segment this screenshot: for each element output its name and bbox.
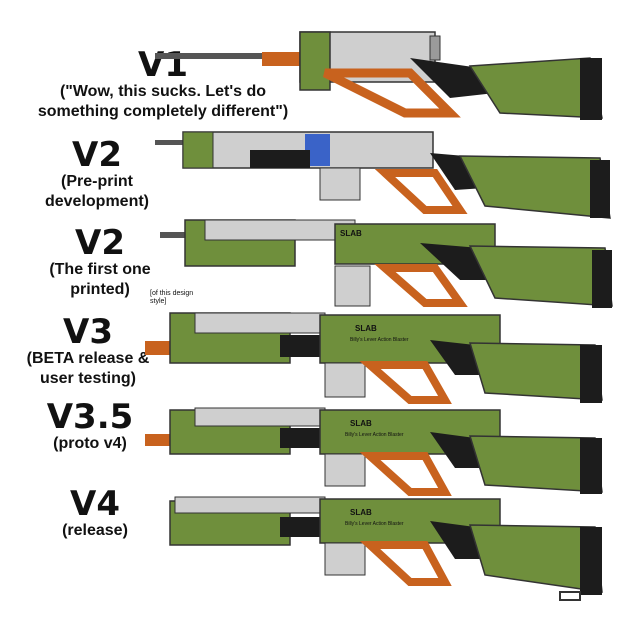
version-row-v3-5: V3.5 (proto v4) SLAB Billy's Lever Actio…	[0, 400, 625, 500]
version-subtitle: (Pre-print development)	[44, 173, 149, 210]
blaster-image-v2-first-printed: SLAB	[160, 219, 613, 308]
version-title: V2	[75, 223, 125, 263]
version-row-v1: V1 ("Wow, this sucks. Let's do something…	[0, 0, 625, 125]
version-row-v2-preprint: V2 (Pre-print development)	[0, 128, 625, 223]
stamp-text: SLAB	[350, 419, 372, 428]
version-label: V2 (The first one printed)	[30, 226, 170, 300]
blaster-image-v3-5: SLAB Billy's Lever Action Blaster	[145, 407, 603, 496]
version-label: V4 (release)	[45, 487, 145, 541]
blaster-image-v3: SLAB Billy's Lever Action Blaster	[145, 312, 603, 404]
version-title: V4	[70, 484, 120, 524]
stamp-subtext: Billy's Lever Action Blaster	[345, 432, 404, 438]
blaster-image-v4: SLAB Billy's Lever Action Blaster	[169, 496, 603, 601]
stamp-subtext: Billy's Lever Action Blaster	[350, 337, 409, 343]
stamp-text: SLAB	[355, 324, 377, 333]
version-row-v4: V4 (release) SLAB Billy's Lever Action B…	[0, 487, 625, 622]
version-subtitle: (The first one printed)	[49, 261, 151, 298]
version-title: V3.5	[46, 397, 134, 437]
blaster-image-v1	[155, 31, 603, 120]
version-row-v2-first-printed: V2 (The first one printed) [of this desi…	[0, 218, 625, 310]
version-label: V3.5 (proto v4)	[25, 400, 155, 454]
version-row-v3: V3 (BETA release & user testing) SLAB Bi…	[0, 305, 625, 405]
version-subtitle: (release)	[62, 522, 128, 539]
version-subtitle: (BETA release & user testing)	[26, 350, 150, 387]
version-subtitle: ("Wow, this sucks. Let's do something co…	[37, 83, 289, 120]
version-label: V2 (Pre-print development)	[22, 138, 172, 212]
version-label: V3 (BETA release & user testing)	[18, 315, 158, 389]
version-title: V3	[63, 312, 113, 352]
stamp-text: SLAB	[350, 508, 372, 517]
stamp-text: SLAB	[340, 229, 362, 238]
version-title: V2	[72, 135, 122, 175]
version-note: [of this design style]	[150, 290, 194, 305]
blaster-image-v2-preprint	[155, 131, 611, 219]
stamp-subtext: Billy's Lever Action Blaster	[345, 521, 404, 527]
version-subtitle: (proto v4)	[53, 435, 127, 452]
